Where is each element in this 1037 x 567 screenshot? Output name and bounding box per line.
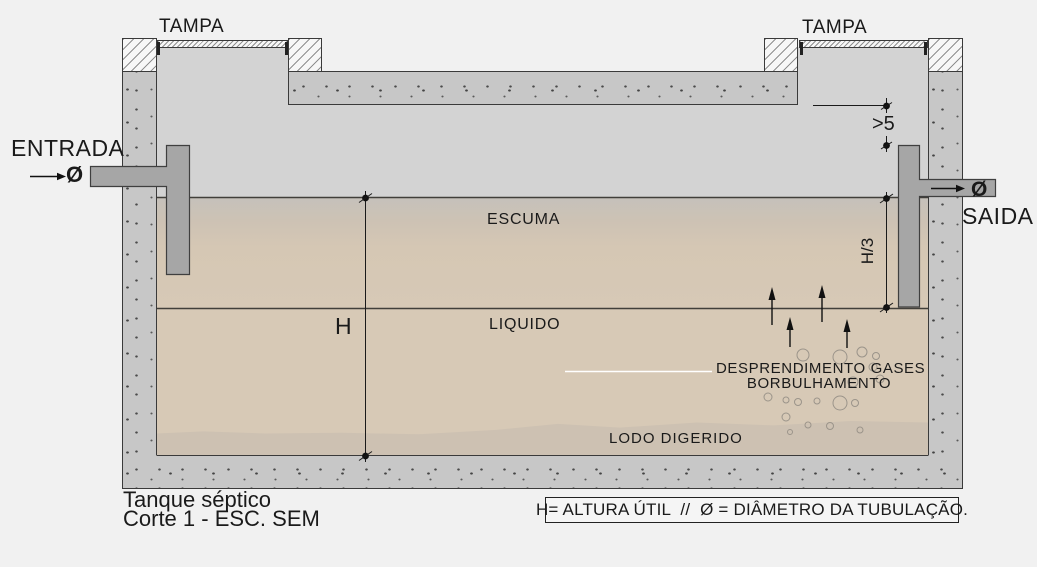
dimension-h	[358, 191, 373, 462]
scum-label: ESCUMA	[487, 211, 561, 228]
gas-arrows	[768, 285, 851, 348]
dimension-h3	[879, 192, 894, 313]
dimension-h3-label: H/3	[858, 237, 877, 265]
left-opening-curb	[288, 38, 322, 72]
gas-release-label-line1: DESPRENDIMENTO GASES	[716, 360, 926, 377]
liquid-label: LIQUIDO	[489, 316, 561, 333]
tampa-left-label: TAMPA	[159, 16, 225, 37]
floor-slab	[122, 455, 963, 489]
dimension-h-label: H	[335, 313, 352, 339]
inlet-label: ENTRADA	[11, 135, 125, 161]
left-wall	[122, 38, 157, 489]
outlet-tee-pipe	[897, 144, 997, 308]
gas-bubbles	[763, 346, 885, 435]
outlet-flow-arrow	[931, 184, 965, 193]
drawing-subtitle: Corte 1 - ESC. SEM	[123, 505, 320, 531]
lid-seat-bracket	[924, 42, 927, 55]
ceiling-slab	[288, 71, 798, 105]
dimension-clearance-label: >5	[870, 113, 897, 136]
right-opening-curb	[764, 38, 798, 72]
inlet-tee-pipe	[89, 144, 191, 276]
lid-seat-bracket	[285, 42, 288, 55]
outlet-label: SAIDA	[962, 203, 1034, 229]
legend-text: H= ALTURA ÚTIL // Ø = DIÂMETRO DA TUBULA…	[535, 500, 969, 519]
inlet-diameter-symbol: Ø	[66, 162, 84, 187]
headspace-right-opening	[798, 47, 928, 73]
right-access-lid	[799, 40, 928, 48]
tampa-right-label: TAMPA	[802, 17, 868, 38]
legend-box: H= ALTURA ÚTIL // Ø = DIÂMETRO DA TUBULA…	[536, 497, 968, 523]
headspace-left-opening	[157, 47, 288, 73]
gas-release-label-line2: BORBULHAMENTO	[746, 375, 892, 392]
digested-sludge-label: LODO DIGERIDO	[609, 430, 743, 447]
lid-seat-bracket	[157, 42, 160, 55]
lid-seat-bracket	[800, 42, 803, 55]
right-wall	[928, 38, 963, 489]
tank-outer-outline	[122, 38, 963, 489]
inlet-flow-arrow	[30, 172, 66, 181]
title-block: Tanque séptico Corte 1 - ESC. SEM	[123, 487, 320, 531]
drawing-title: Tanque séptico	[123, 487, 271, 512]
outlet-diameter-symbol: Ø	[971, 178, 988, 201]
scum-layer	[157, 197, 928, 308]
